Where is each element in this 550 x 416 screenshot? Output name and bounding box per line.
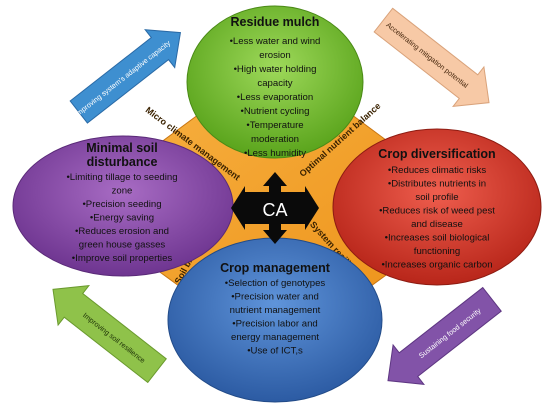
crop-diversification-item: •Reduces climatic risks (388, 165, 486, 176)
minimal-soil-item: green house gasses (79, 240, 166, 251)
crop-management-item: nutrient management (230, 305, 321, 316)
crop-diversification-item: and disease (411, 219, 463, 230)
minimal-soil-item: •Limiting tillage to seeding (66, 172, 177, 183)
minimal-soil-item: •Energy saving (90, 213, 154, 224)
residue-mulch-item: erosion (259, 50, 290, 61)
minimal-soil-disturbance-node: Minimal soil disturbance •Limiting tilla… (12, 135, 234, 277)
residue-mulch-item: capacity (257, 78, 292, 89)
minimal-soil-item: •Improve soil properties (72, 253, 173, 264)
crop-diversification-title: Crop diversification (378, 147, 495, 161)
arrow-top-right: Accelerating mitigation potential (373, 7, 490, 107)
crop-management-item: •Precision water and (231, 292, 319, 303)
minimal-soil-item: •Precision seeding (82, 199, 161, 210)
crop-diversification-item: •Reduces risk of weed pest (379, 206, 495, 217)
crop-management-node: Crop management •Selection of genotypes •… (167, 237, 383, 403)
residue-mulch-item: •Less evaporation (237, 92, 313, 103)
arrow-top-left: Improving system's adaptive capacity (69, 29, 182, 124)
residue-mulch-item: •Less humidity (244, 148, 306, 159)
residue-mulch-item: •High water holding (234, 64, 317, 75)
crop-management-item: •Use of ICT,s (247, 346, 303, 357)
arrow-bottom-left: Improving soil resilience (52, 285, 167, 384)
crop-diversification-item: •Increases soil biological (385, 233, 490, 244)
crop-diversification-item: •Distributes nutrients in (388, 179, 486, 190)
crop-diversification-item: •Increases organic carbon (381, 260, 492, 271)
minimal-soil-title-line1: Minimal soil (86, 141, 158, 155)
arrow-bottom-right: Sustaining food security (387, 286, 502, 385)
minimal-soil-item: •Reduces erosion and (75, 226, 169, 237)
crop-diversification-item: soil profile (415, 192, 458, 203)
residue-mulch-item: •Less water and wind (230, 36, 321, 47)
arrow-top-right-label: Accelerating mitigation potential (384, 20, 470, 90)
residue-mulch-node: Residue mulch •Less water and wind erosio… (186, 5, 364, 159)
residue-mulch-item: moderation (251, 134, 299, 145)
arrow-top-left-label: Improving system's adaptive capacity (73, 38, 172, 118)
residue-mulch-item: •Temperature (246, 120, 303, 131)
residue-mulch-item: •Nutrient cycling (241, 106, 310, 117)
crop-management-item: energy management (231, 332, 319, 343)
crop-diversification-item: functioning (414, 246, 460, 257)
crop-diversification-node: Crop diversification •Reduces climatic r… (332, 128, 542, 286)
residue-mulch-title: Residue mulch (231, 15, 320, 29)
center-cross-arrow: CA (231, 172, 319, 244)
crop-management-item: •Precision labor and (232, 319, 318, 330)
crop-management-item: •Selection of genotypes (225, 278, 326, 289)
minimal-soil-item: zone (112, 186, 133, 197)
minimal-soil-title-line2: disturbance (87, 155, 158, 169)
crop-management-title: Crop management (220, 261, 331, 275)
center-label: CA (262, 200, 287, 220)
